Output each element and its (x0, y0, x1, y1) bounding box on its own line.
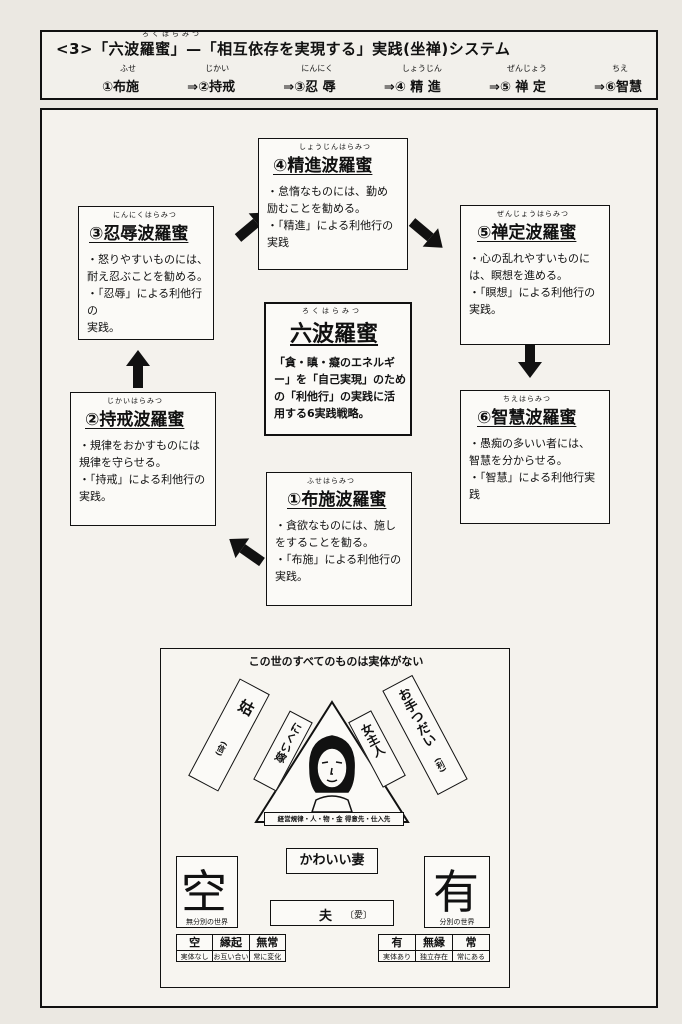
mother-in-law-sub: (信) (213, 739, 229, 758)
card-shojin: しょうじんはらみつ ④精進波羅蜜 ・怠惰なものには、勤め励むことを勧める。・「精… (258, 138, 408, 270)
ku-caption: 無分別の世界 (186, 918, 228, 926)
card-ruby: しょうじんはらみつ (299, 143, 371, 151)
page-title: <3>「六波羅蜜」—「相互依存を実現する」実践(坐禅)システム (56, 40, 511, 58)
u-table: 有実体あり 無縁独立存在 常常にある (378, 934, 490, 962)
u-char: 有 (433, 865, 479, 919)
u-cell: 有実体あり (379, 935, 415, 961)
card-ruby: ぜんじょうはらみつ (497, 210, 569, 218)
triangle-base-label: 経営規律・人・物・金 得意先・仕入先 (264, 812, 404, 826)
ku-table: 空実体なし 縁起お互い合い 無常常に変化 (176, 934, 286, 962)
u-cell: 無縁独立存在 (415, 935, 452, 961)
card-title: ①布施波羅蜜 (287, 490, 387, 510)
card-title: ③忍辱波羅蜜 (89, 224, 189, 244)
bottom-heading: この世のすべてのものは実体がない (248, 655, 424, 668)
card-title: ⑤禅定波羅蜜 (477, 223, 577, 243)
step-3: にんにく⇒③忍 辱 (283, 64, 336, 95)
arrow-icon (126, 350, 150, 388)
center-title: 六波羅蜜 (290, 322, 379, 347)
mother-in-law-label: 姑 (234, 696, 258, 719)
center-card-rokuharamitsu: ろくはらみつ 六波羅蜜 「貪・瞋・癡のエネルギー」を「自己実現」のための「利他行… (264, 302, 412, 436)
husband-sub: 〔愛〕 (345, 911, 373, 921)
header-box: ろくはらみつ <3>「六波羅蜜」—「相互依存を実現する」実践(坐禅)システム ふ… (40, 30, 658, 100)
triangle-shape (254, 700, 410, 823)
ku-char: 空 (181, 865, 227, 919)
step-4: しょうじん⇒④ 精 進 (383, 64, 442, 95)
step-6: ちえ⇒⑥智慧 (594, 64, 642, 95)
card-body: ・貪欲なものには、施しをすることを勧る。・「布施」による利他行の実践。 (275, 519, 402, 583)
step-5: ぜんじょう⇒⑤ 禅 定 (488, 64, 547, 95)
card-title: ②持戒波羅蜜 (85, 410, 185, 430)
card-body: ・愚痴の多いい者には、智慧を分からせる。・「智慧」による利他行実践 (469, 437, 596, 501)
woman-face-icon (309, 735, 355, 813)
card-ruby: ふせはらみつ (307, 477, 355, 485)
card-ruby: にんにくはらみつ (113, 211, 177, 219)
card-ruby: じかいはらみつ (107, 397, 163, 405)
center-body: 「貪・瞋・癡のエネルギー」を「自己実現」のための「利他行」の実践に活用する6実践… (274, 356, 406, 420)
helper-sub: (利) (432, 756, 448, 774)
arrow-icon (408, 218, 443, 248)
title-ruby: ろくはらみつ (142, 30, 202, 38)
card-chie: ちえはらみつ ⑥智慧波羅蜜 ・愚痴の多いい者には、智慧を分からせる。・「智慧」に… (460, 390, 610, 524)
ku-cell: 縁起お互い合い (212, 935, 249, 961)
card-body: ・怠惰なものには、勤め励むことを勧める。・「精進」による利他行の実践 (267, 185, 394, 249)
u-box: 有 分別の世界 (424, 856, 490, 928)
card-body: ・心の乱れやすいものには、瞑想を進める。・「瞑想」による利他行の実践。 (469, 252, 596, 316)
center-ruby: ろくはらみつ (302, 307, 362, 315)
card-body: ・怒りやすいものには、耐え忍ぶことを勧める。・「忍辱」による利他行の実践。 (87, 253, 208, 334)
card-ji: じかいはらみつ ②持戒波羅蜜 ・規律をおかすものには規律を守らせる。・「持戒」に… (70, 392, 216, 526)
wife-box: かわいい妻 (286, 848, 378, 874)
ku-box: 空 無分別の世界 (176, 856, 238, 928)
card-title: ④精進波羅蜜 (273, 156, 373, 176)
ku-cell: 空実体なし (177, 935, 213, 961)
card-fuse: ふせはらみつ ①布施波羅蜜 ・貪欲なものには、施しをすることを勧る。・「布施」に… (266, 472, 412, 606)
card-zen: ぜんじょうはらみつ ⑤禅定波羅蜜 ・心の乱れやすいものには、瞑想を進める。・「瞑… (460, 205, 610, 345)
husband-box: 夫 〔愛〕 (270, 900, 394, 926)
arrow-icon (229, 538, 265, 567)
husband-label: 夫 (319, 909, 333, 924)
step-2: じかい⇒②持戒 (187, 64, 236, 95)
card-nin: にんにくはらみつ ③忍辱波羅蜜 ・怒りやすいものには、耐え忍ぶことを勧める。・「… (78, 206, 214, 340)
card-title: ⑥智慧波羅蜜 (477, 408, 577, 428)
card-body: ・規律をおかすものには規律を守らせる。・「持戒」による利他行の実践。 (79, 439, 206, 503)
u-cell: 常常にある (452, 935, 489, 961)
u-caption: 分別の世界 (439, 918, 475, 926)
ku-cell: 無常常に変化 (248, 935, 285, 961)
card-ruby: ちえはらみつ (503, 395, 551, 403)
